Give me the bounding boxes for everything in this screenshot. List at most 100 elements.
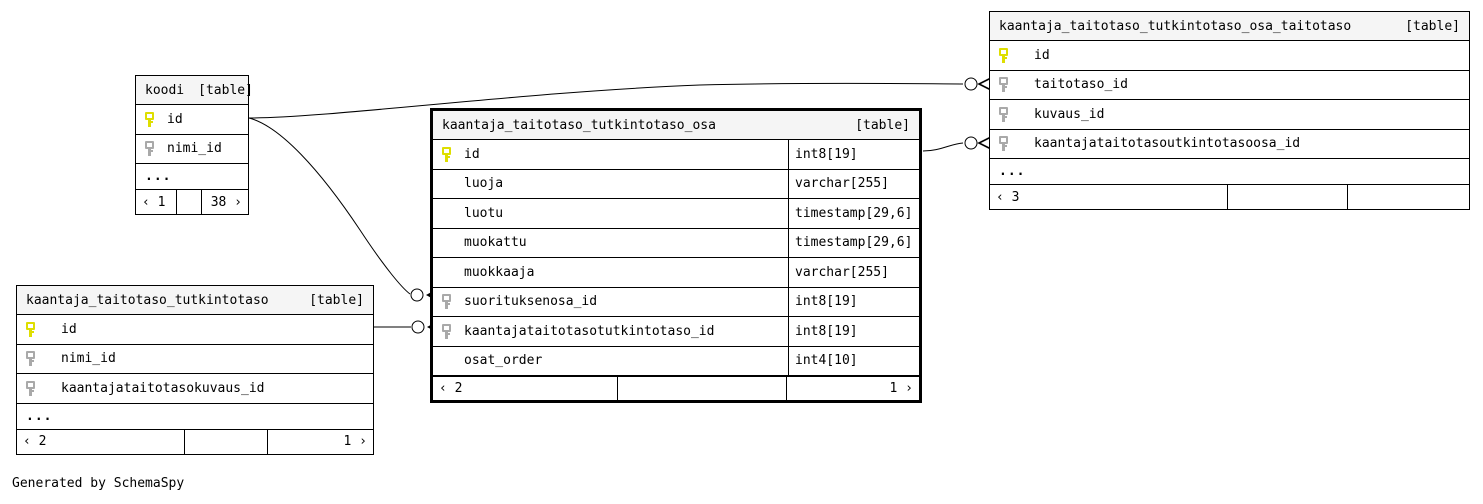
- column-name: muokkaaja: [464, 264, 535, 280]
- table-tutkintotaso-more-columns: ...: [17, 404, 373, 430]
- table-tutkintotaso-row-kaantajataitotasokuvaus-id[interactable]: kaantajataitotasokuvaus_id: [17, 374, 373, 404]
- column-name: luoja: [464, 176, 504, 192]
- column-type: int4[10]: [788, 346, 919, 375]
- column-cell: id: [990, 41, 1469, 70]
- next-page-button[interactable]: [1347, 185, 1469, 209]
- table-koodi-header: koodi [table]: [136, 76, 253, 105]
- table-koodi-row-nimi-id[interactable]: nimi_id: [136, 135, 248, 164]
- primary-key-icon: [145, 111, 165, 127]
- table-koodi-row-id[interactable]: id: [136, 105, 248, 135]
- column-cell: muokattu: [433, 229, 788, 258]
- next-page-button[interactable]: 38 ›: [201, 190, 248, 214]
- column-cell: id: [433, 140, 788, 169]
- foreign-key-icon: [999, 136, 1032, 152]
- primary-key-icon: [442, 146, 462, 162]
- foreign-key-icon: [999, 77, 1032, 93]
- column-name: osat_order: [464, 353, 543, 369]
- prev-page-button[interactable]: ‹ 2: [23, 434, 47, 449]
- column-name: kaantajataitotasotutkintotaso_id: [464, 323, 715, 339]
- column-cell: osat_order: [433, 347, 788, 376]
- link-koodi-to-suorituksenosa-id: [248, 117, 411, 295]
- column-cell: nimi_id: [136, 135, 248, 164]
- column-type: timestamp[29,6]: [788, 228, 919, 257]
- table-osa-row-id[interactable]: id int8[19]: [433, 140, 919, 170]
- column-name: nimi_id: [61, 351, 116, 367]
- table-osa-taitotaso-header: kaantaja_taitotaso_tutkintotaso_osa_tait…: [990, 12, 1469, 41]
- table-osa-taitotaso-footer: ‹ 3: [990, 185, 1469, 209]
- column-name: id: [61, 321, 77, 337]
- column-cell: kaantajataitotasotutkintotaso_id: [433, 317, 788, 346]
- next-page-button[interactable]: 1 ›: [267, 429, 373, 454]
- column-type: int8[19]: [788, 287, 919, 316]
- table-osa-taitotaso-tag: [table]: [1405, 18, 1460, 34]
- foreign-key-icon: [442, 323, 462, 339]
- table-osa-taitotaso-row-taitotaso-id[interactable]: taitotaso_id: [990, 71, 1469, 100]
- column-type: int8[19]: [788, 317, 919, 346]
- foreign-key-icon: [442, 294, 462, 310]
- prev-page-button[interactable]: ‹ 1: [142, 194, 166, 210]
- column-cell: kaantajataitotasokuvaus_id: [17, 374, 373, 403]
- foreign-key-icon: [26, 380, 59, 396]
- foreign-key-icon: [999, 106, 1032, 122]
- table-tutkintotaso-title: kaantaja_taitotaso_tutkintotaso: [26, 292, 269, 308]
- table-osa-title: kaantaja_taitotaso_tutkintotaso_osa: [442, 117, 716, 133]
- prev-page-button[interactable]: ‹ 2: [439, 381, 463, 396]
- table-osa-taitotaso-row-id[interactable]: id: [990, 41, 1469, 71]
- primary-key-icon: [26, 321, 59, 337]
- table-koodi[interactable]: koodi [table] id nimi_id ... ‹ 1 38: [135, 75, 253, 215]
- table-koodi-tag: [table]: [198, 82, 253, 98]
- footer-spacer: [184, 429, 267, 454]
- table-osa-row-osat-order[interactable]: osat_order int4[10]: [433, 346, 919, 376]
- table-tutkintotaso-footer: ‹ 2 1 ›: [17, 429, 373, 454]
- table-koodi-more-columns: ...: [136, 164, 248, 190]
- column-name: muokattu: [464, 235, 527, 251]
- column-cell: kuvaus_id: [990, 100, 1469, 129]
- foreign-key-icon: [26, 351, 59, 367]
- table-tutkintotaso-row-id[interactable]: id: [17, 315, 373, 345]
- table-osa-row-muokattu[interactable]: muokattu timestamp[29,6]: [433, 228, 919, 258]
- column-name: nimi_id: [167, 141, 222, 157]
- next-page-button[interactable]: 1 ›: [786, 377, 919, 400]
- footer-spacer: [1227, 185, 1347, 209]
- table-tutkintotaso-header: kaantaja_taitotaso_tutkintotaso [table]: [17, 286, 373, 315]
- table-kaantaja-taitotaso-tutkintotaso[interactable]: kaantaja_taitotaso_tutkintotaso [table] …: [16, 285, 374, 455]
- table-osa-taitotaso-more-columns: ...: [990, 159, 1469, 185]
- table-osa-taitotaso-title: kaantaja_taitotaso_tutkintotaso_osa_tait…: [999, 18, 1352, 34]
- table-koodi-title: koodi: [145, 82, 185, 98]
- column-name: id: [1034, 47, 1050, 63]
- column-cell: taitotaso_id: [990, 71, 1469, 100]
- table-osa-row-luoja[interactable]: luoja varchar[255]: [433, 169, 919, 199]
- table-tutkintotaso-row-nimi-id[interactable]: nimi_id: [17, 345, 373, 374]
- column-cell: luotu: [433, 199, 788, 228]
- table-koodi-footer: ‹ 1 38 ›: [136, 190, 248, 214]
- column-name: id: [167, 111, 183, 127]
- generated-by-credit: Generated by SchemaSpy: [12, 476, 185, 491]
- primary-key-icon: [999, 47, 1032, 63]
- table-osa-taitotaso-row-kaantajataitotasoosa-id[interactable]: kaantajataitotasoutkintotasoosa_id: [990, 130, 1469, 159]
- table-osa-header: kaantaja_taitotaso_tutkintotaso_osa [tab…: [433, 111, 919, 140]
- footer-spacer: [617, 377, 786, 400]
- table-osa-row-suorituksenosa-id[interactable]: suorituksenosa_id int8[19]: [433, 287, 919, 317]
- column-type: varchar[255]: [788, 169, 919, 198]
- column-name: id: [464, 146, 480, 162]
- footer-spacer: [176, 190, 201, 214]
- table-osa-row-luotu[interactable]: luotu timestamp[29,6]: [433, 199, 919, 229]
- column-name: luotu: [464, 205, 504, 221]
- column-cell: luoja: [433, 170, 788, 199]
- prev-page-button[interactable]: ‹ 3: [996, 189, 1020, 205]
- column-cell: id: [136, 105, 248, 134]
- table-tutkintotaso-tag: [table]: [309, 292, 364, 308]
- table-osa-tag: [table]: [855, 117, 910, 133]
- column-cell: nimi_id: [17, 345, 373, 374]
- link-central-id-to-osa-id: [922, 142, 964, 152]
- table-kaantaja-taitotaso-tutkintotaso-osa-taitotaso[interactable]: kaantaja_taitotaso_tutkintotaso_osa_tait…: [989, 11, 1470, 210]
- column-cell: kaantajataitotasoutkintotasoosa_id: [990, 130, 1469, 159]
- table-osa-taitotaso-row-kuvaus-id[interactable]: kuvaus_id: [990, 100, 1469, 130]
- column-cell: suorituksenosa_id: [433, 288, 788, 317]
- table-kaantaja-taitotaso-tutkintotaso-osa[interactable]: kaantaja_taitotaso_tutkintotaso_osa [tab…: [430, 108, 922, 403]
- table-osa-footer: ‹ 2 1 ›: [433, 376, 919, 400]
- table-osa-row-kaantajataitotasotutkintotaso-id[interactable]: kaantajataitotasotutkintotaso_id int8[19…: [433, 317, 919, 347]
- column-name: suorituksenosa_id: [464, 294, 598, 310]
- table-osa-row-muokkaaja[interactable]: muokkaaja varchar[255]: [433, 258, 919, 288]
